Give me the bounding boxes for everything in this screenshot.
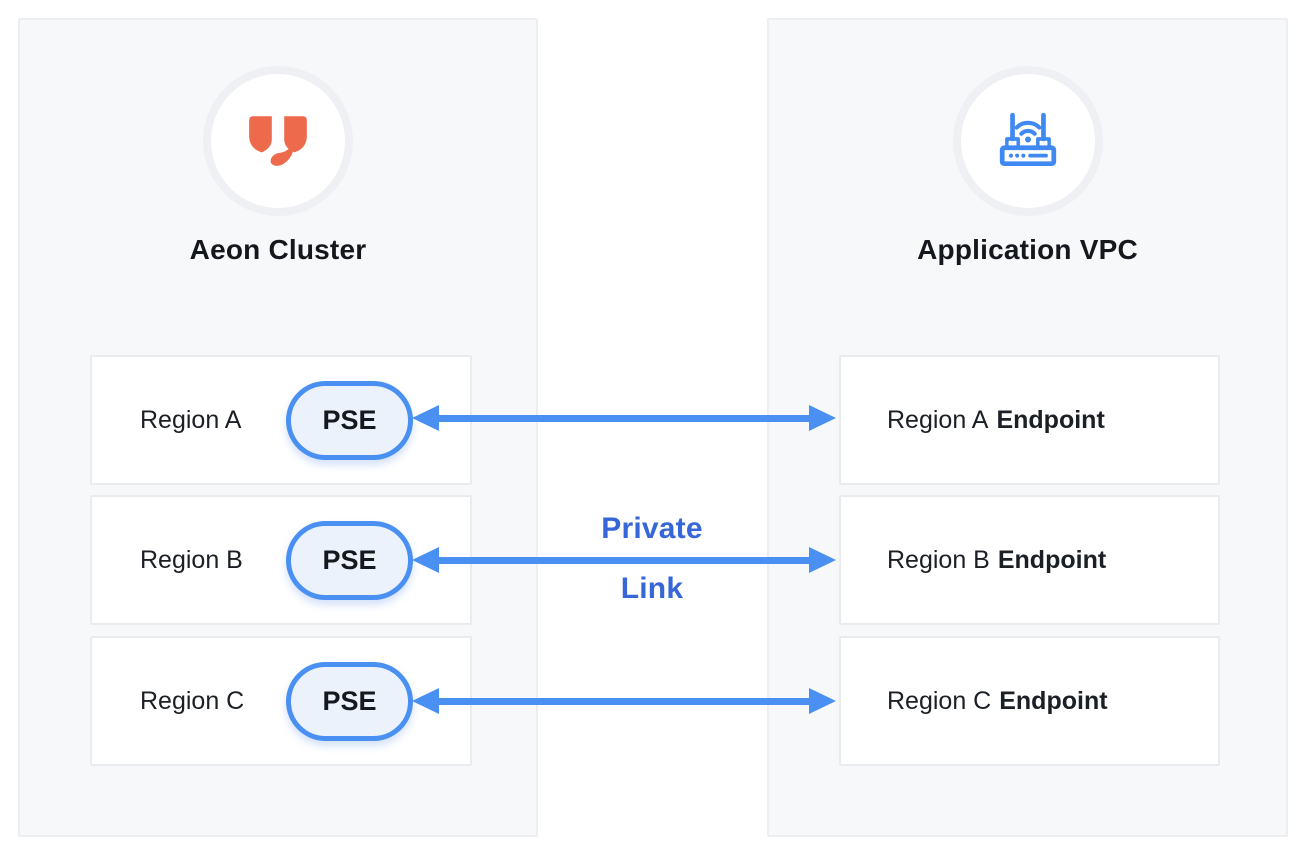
private-link-arrow-region-b <box>412 547 836 573</box>
endpoint-label: Endpoint <box>999 686 1108 715</box>
region-label: Region A <box>887 405 989 434</box>
region-b-endpoint-row: Region B Endpoint <box>839 495 1220 625</box>
private-link-label-line2: Link <box>620 572 684 605</box>
aeon-cluster-panel: Aeon Cluster Region A PSE Region B PSE R… <box>18 18 538 837</box>
region-label: Region B <box>140 545 243 574</box>
arrow-line <box>434 415 814 422</box>
arrow-right-head-icon <box>809 688 836 714</box>
application-vpc-title: Application VPC <box>917 234 1138 265</box>
region-b-pse-row: Region B PSE <box>90 495 472 625</box>
region-a-pse-row: Region A PSE <box>90 355 472 485</box>
aeon-cluster-avatar <box>203 66 353 216</box>
region-label: Region C <box>140 686 245 715</box>
region-label: Region B <box>887 545 990 574</box>
endpoint-label: Endpoint <box>997 545 1107 574</box>
arrow-right-head-icon <box>809 405 836 431</box>
application-vpc-panel: Application VPC Region A Endpoint Region… <box>767 18 1288 837</box>
region-label: Region C <box>887 686 992 715</box>
pse-badge-region-c: PSE <box>286 661 413 741</box>
router-icon <box>995 108 1061 174</box>
region-label: Region A <box>140 405 242 434</box>
arrow-line <box>434 557 814 564</box>
arrow-line <box>434 698 814 705</box>
private-link-label-line1: Private <box>601 512 703 545</box>
private-link-arrow-region-a <box>412 405 836 431</box>
private-link-arrow-region-c <box>412 688 836 714</box>
pse-badge-region-b: PSE <box>286 520 413 600</box>
region-a-endpoint-row: Region A Endpoint <box>839 355 1220 485</box>
region-c-pse-row: Region C PSE <box>90 636 472 766</box>
endpoint-label: Endpoint <box>996 405 1105 434</box>
aeon-logo-icon <box>245 111 311 171</box>
application-vpc-avatar <box>952 66 1103 216</box>
pse-badge-region-a: PSE <box>286 380 413 460</box>
region-c-endpoint-row: Region C Endpoint <box>839 636 1220 766</box>
aeon-cluster-title: Aeon Cluster <box>189 234 367 265</box>
arrow-right-head-icon <box>809 547 836 573</box>
